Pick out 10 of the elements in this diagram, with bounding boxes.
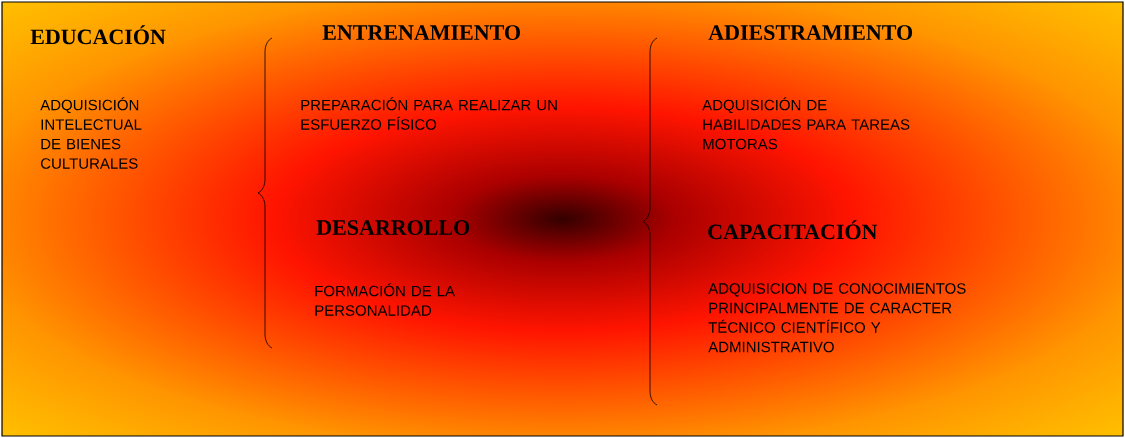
body-text: ADQUISICIÓN INTELECTUAL DE BIENES CULTURALES: [40, 97, 142, 169]
body-text: FORMACIÓN DE LA PERSONALIDAD: [315, 283, 455, 316]
body-text: ADQUISICIÓN DE HABILIDADES PARA TAREAS MOTORAS: [702, 97, 910, 150]
heading-text: DESARROLLO: [316, 220, 470, 235]
body-text: ADQUISICION DE CONOCIMIENTOS PRINCIPALMENTE DE CARACTER TÉCNICO CIENTÍFICO Y ADMINISTRATIVO: [708, 283, 966, 353]
heading-text: ADIESTRAMIENTO: [708, 25, 913, 40]
heading-text: ENTRENAMIENTO: [322, 25, 520, 40]
heading-text: EDUCACIÓN: [30, 25, 166, 45]
body-text: PREPARACIÓN PARA REALIZAR UN ESFUERZO FÍSICO: [301, 97, 557, 130]
heading-text: CAPACITACIÓN: [708, 220, 878, 240]
